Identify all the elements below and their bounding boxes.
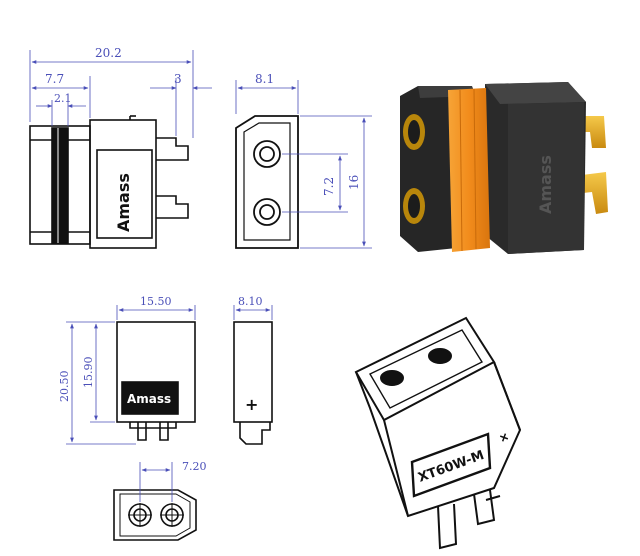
end-view: [113, 489, 197, 541]
end-outline: [113, 489, 197, 541]
render-ring: [448, 88, 490, 252]
front-socket-top: [253, 140, 281, 168]
dim-rear-length: 7.7: [45, 72, 64, 86]
narrow-body: [233, 321, 273, 423]
bottom-brand-label: Amass: [127, 392, 171, 406]
iso-pin-left: [437, 503, 458, 550]
dim-bottom-width: 15.50: [140, 295, 172, 308]
dim-total-length: 20.2: [95, 46, 122, 60]
dim-pin-length: 3: [174, 72, 182, 86]
side-front-body: [89, 119, 157, 249]
bottom-view: [116, 321, 196, 441]
connector-render: [400, 82, 608, 254]
side-view: [29, 115, 189, 249]
dim-bottom-side-width: 8.10: [238, 295, 263, 308]
side-brand-label: Amass: [114, 173, 133, 232]
dim-overall-height: 20.50: [58, 371, 71, 403]
iso-top-face: [354, 316, 496, 422]
narrow-side-view: [233, 321, 273, 445]
dim-body-height: 15.90: [82, 357, 95, 389]
side-label-panel: [96, 149, 153, 239]
dim-pin-spacing: 7.2: [322, 177, 336, 196]
iso-plus-mark: +: [496, 430, 514, 445]
isometric-view: [354, 316, 522, 550]
side-view-dimensions: [29, 50, 212, 138]
dim-front-width: 8.1: [255, 72, 274, 86]
front-view: [235, 115, 299, 249]
iso-pin-right: [473, 489, 496, 526]
dim-ring-width: 2.1: [54, 92, 72, 105]
bottom-label-plate: [121, 381, 179, 415]
front-outline: [235, 115, 299, 249]
narrow-side-dimensions: [233, 305, 273, 320]
bottom-view-dimensions: [66, 305, 196, 445]
iso-label-plate: [410, 432, 492, 498]
end-view-dimensions: [139, 462, 173, 502]
side-ring: [51, 127, 69, 244]
dim-end-pin-spacing: 7.20: [182, 460, 207, 473]
bottom-body: [116, 321, 196, 423]
render-brand-label: Amass: [536, 155, 555, 214]
front-socket-bottom: [253, 198, 281, 226]
plus-mark: +: [245, 395, 258, 414]
dim-front-height: 16: [347, 175, 361, 190]
front-view-dimensions: [235, 80, 372, 249]
iso-model-label: XT60W-M: [416, 448, 486, 486]
